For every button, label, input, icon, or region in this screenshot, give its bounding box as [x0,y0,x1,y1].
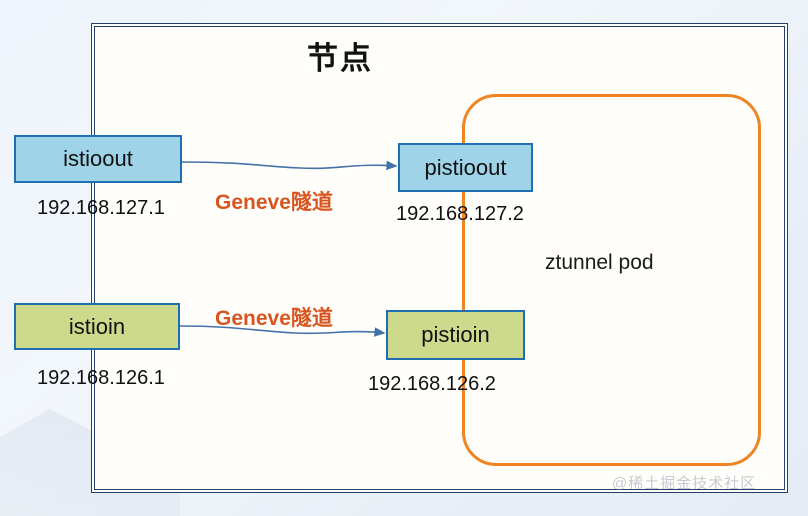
watermark: @稀土掘金技术社区 [612,475,757,492]
ztunnel-pod-container [462,94,761,466]
node-pistioout-label: pistioout [424,154,507,180]
node-istioin[interactable]: istioin [14,303,180,350]
ip-label-istioout: 192.168.127.1 [37,197,165,219]
node-pistioin[interactable]: pistioin [386,310,525,360]
node-istioout-label: istioout [63,146,133,171]
ztunnel-pod-label: ztunnel pod [545,251,654,274]
tunnel-label-bottom: Geneve隧道 [215,307,333,330]
tunnel-label-top: Geneve隧道 [215,191,333,214]
ip-label-pistioin: 192.168.126.2 [368,373,496,395]
node-pistioout[interactable]: pistioout [398,143,533,192]
node-istioout[interactable]: istioout [14,135,182,183]
node-boundary-frame [91,23,788,493]
ip-label-istioin: 192.168.126.1 [37,367,165,389]
node-pistioin-label: pistioin [421,322,490,347]
node-istioin-label: istioin [68,313,126,339]
page-title: 节点 [307,41,373,76]
ip-label-pistioout: 192.168.127.2 [396,203,524,225]
